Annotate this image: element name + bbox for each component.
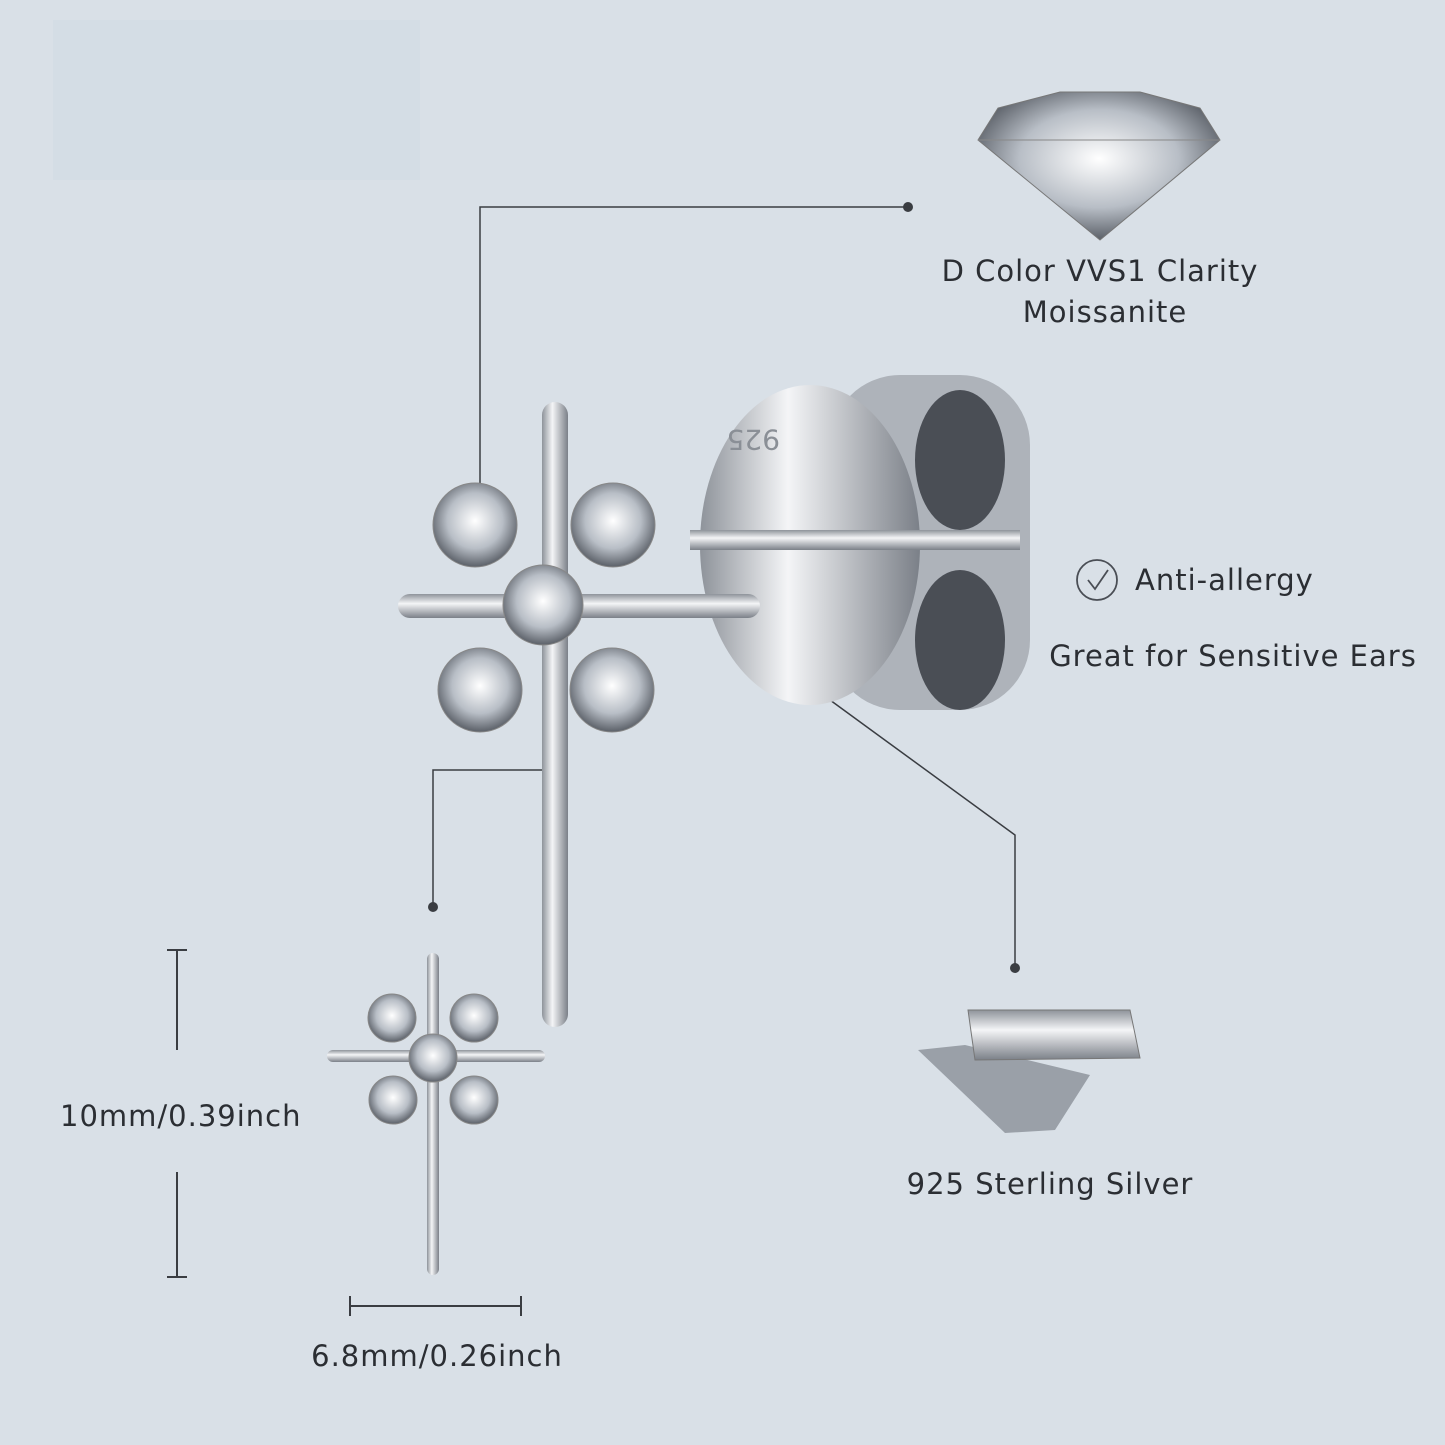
- stone-label-line1: D Color VVS1 Clarity: [941, 254, 1259, 288]
- leader-dot: [428, 902, 438, 912]
- leader-lines: [432, 206, 1016, 968]
- anti-allergy-label: Anti-allergy: [1135, 563, 1314, 597]
- silver-bars-icon: [918, 1009, 1141, 1133]
- leader-dot: [1010, 963, 1020, 973]
- blurred-placeholder-box: [53, 20, 420, 180]
- sensitive-ears-label: Great for Sensitive Ears: [1049, 639, 1417, 673]
- dimension-lines: [167, 949, 522, 1316]
- diamond-icon: [977, 91, 1221, 241]
- leader-dot: [903, 202, 913, 212]
- stamp-text: 925: [727, 423, 780, 456]
- check-circle-icon: [1076, 559, 1118, 601]
- material-label: 925 Sterling Silver: [906, 1167, 1194, 1201]
- small-cross-earring: [327, 953, 545, 1275]
- earring-back: 925: [690, 375, 1030, 710]
- height-dimension-label: 10mm/0.39inch: [60, 1099, 302, 1133]
- width-dimension-label: 6.8mm/0.26inch: [311, 1339, 563, 1373]
- large-cross-earring: [398, 402, 760, 1027]
- stone-label-line2: Moissanite: [1022, 295, 1188, 329]
